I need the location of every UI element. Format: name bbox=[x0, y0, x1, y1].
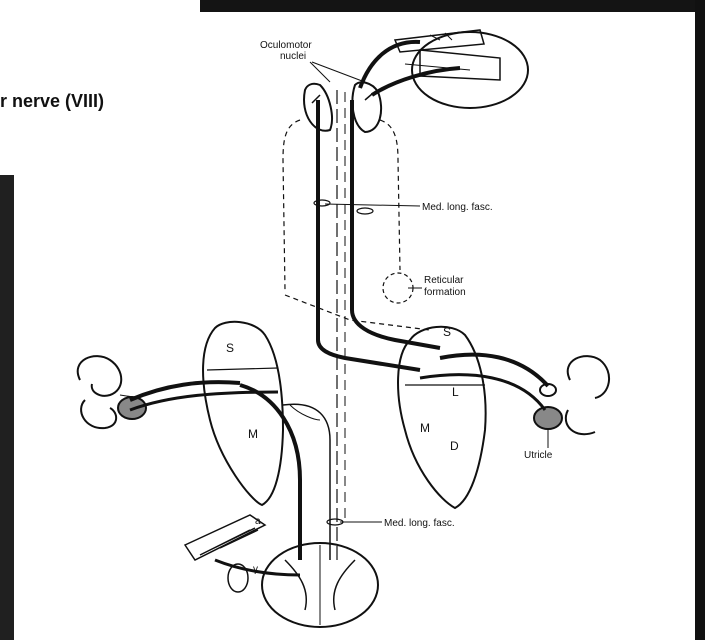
label-mlf-upper: Med. long. fasc. bbox=[422, 202, 493, 213]
right-dark-border bbox=[695, 0, 705, 640]
label-reticular: Reticular bbox=[424, 275, 464, 286]
label-gamma: γ bbox=[253, 564, 258, 575]
label-alpha: a bbox=[255, 516, 261, 527]
label-right-D: D bbox=[450, 439, 459, 453]
label-mlf-lower: Med. long. fasc. bbox=[384, 518, 455, 529]
label-utricle: Utricle bbox=[524, 450, 553, 461]
label-left-M: M bbox=[248, 427, 258, 441]
label-right-M: M bbox=[420, 421, 430, 435]
slide-title-overlay: r nerve (VIII) bbox=[0, 91, 104, 112]
label-left-S: S bbox=[226, 341, 234, 355]
label-right-S: S bbox=[443, 325, 451, 339]
label-oculomotor: Oculomotor bbox=[260, 40, 312, 51]
label-nuclei: nuclei bbox=[280, 51, 306, 62]
label-right-L: L bbox=[452, 385, 459, 399]
label-formation: formation bbox=[424, 287, 466, 298]
